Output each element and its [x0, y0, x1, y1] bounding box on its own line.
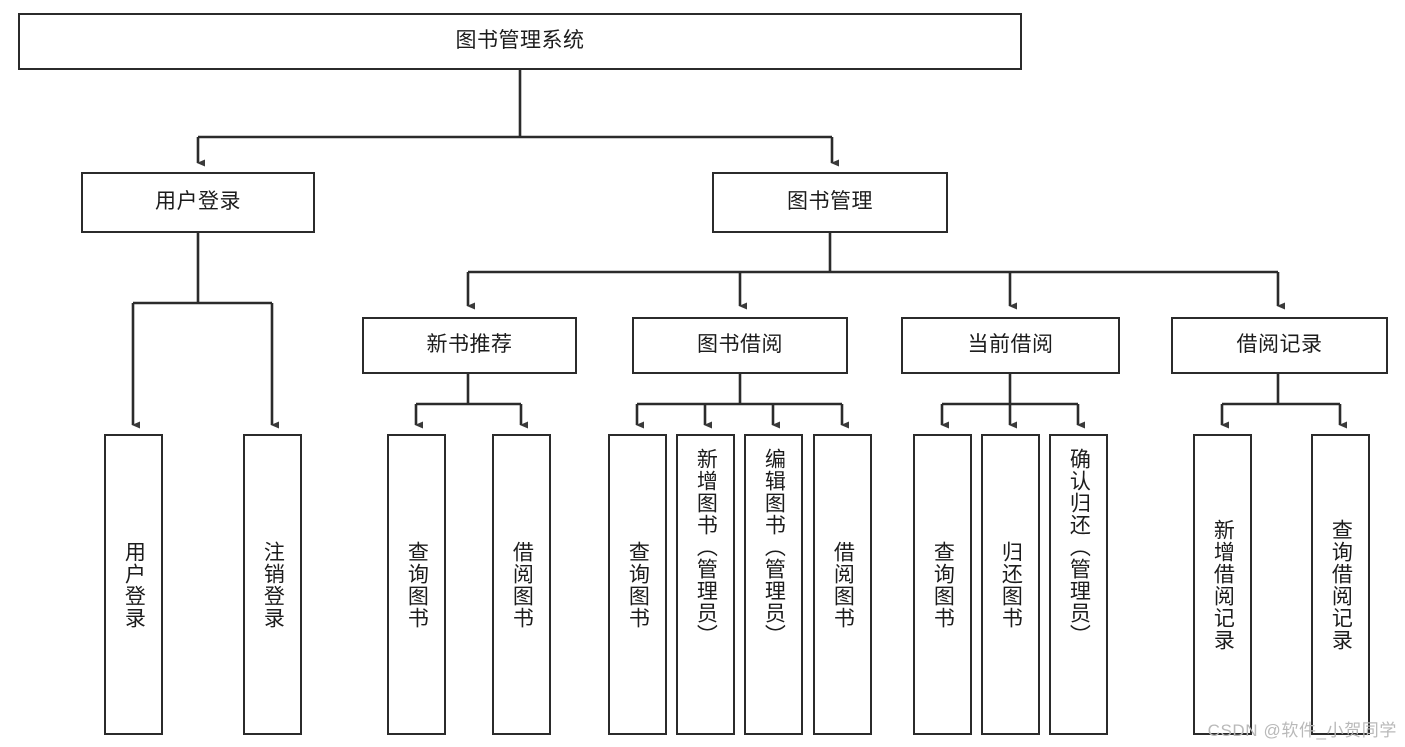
node-new-book-recommend-label: 新书推荐	[426, 333, 513, 357]
node-book-management[interactable]: 图书管理	[712, 172, 948, 233]
leaf-return-books-label: 归还图书	[999, 540, 1023, 629]
node-book-borrow-label: 图书借阅	[697, 333, 783, 357]
node-root-label: 图书管理系统	[455, 29, 585, 53]
leaf-confirm-return-admin-label: 确认归还（管理员）	[1067, 448, 1091, 646]
leaf-borrow-books-borrow[interactable]: 借阅图书	[813, 434, 872, 735]
leaf-borrow-books-borrow-label: 借阅图书	[831, 540, 855, 629]
leaf-query-borrow-record[interactable]: 查询借阅记录	[1311, 434, 1370, 735]
leaf-return-books[interactable]: 归还图书	[981, 434, 1040, 735]
leaf-borrow-books-recommend-label: 借阅图书	[510, 540, 534, 629]
leaf-query-books-borrow-label: 查询图书	[626, 540, 650, 629]
leaf-add-borrow-record-label: 新增借阅记录	[1211, 518, 1235, 651]
leaf-add-book-admin[interactable]: 新增图书（管理员）	[676, 434, 735, 735]
leaf-edit-book-admin-label: 编辑图书（管理员）	[762, 448, 786, 646]
leaf-logout-label: 注销登录	[261, 540, 285, 629]
leaf-query-books-recommend-label: 查询图书	[405, 540, 429, 629]
watermark: CSDN @软件_小贺同学	[1207, 721, 1397, 740]
node-user-login-label: 用户登录	[155, 190, 241, 214]
leaf-add-borrow-record[interactable]: 新增借阅记录	[1193, 434, 1252, 735]
node-book-management-label: 图书管理	[787, 190, 873, 214]
node-root[interactable]: 图书管理系统	[18, 13, 1022, 70]
leaf-user-login[interactable]: 用户登录	[104, 434, 163, 735]
leaf-user-login-label: 用户登录	[122, 540, 146, 629]
leaf-edit-book-admin[interactable]: 编辑图书（管理员）	[744, 434, 803, 735]
leaf-borrow-books-recommend[interactable]: 借阅图书	[492, 434, 551, 735]
leaf-query-books-current-label: 查询图书	[931, 540, 955, 629]
node-borrow-records-label: 借阅记录	[1236, 333, 1323, 357]
leaf-query-borrow-record-label: 查询借阅记录	[1329, 518, 1353, 651]
node-new-book-recommend[interactable]: 新书推荐	[362, 317, 577, 374]
node-current-borrow-label: 当前借阅	[967, 333, 1054, 357]
node-borrow-records[interactable]: 借阅记录	[1171, 317, 1388, 374]
leaf-add-book-admin-label: 新增图书（管理员）	[694, 448, 718, 646]
node-user-login[interactable]: 用户登录	[81, 172, 315, 233]
leaf-query-books-borrow[interactable]: 查询图书	[608, 434, 667, 735]
leaf-confirm-return-admin[interactable]: 确认归还（管理员）	[1049, 434, 1108, 735]
leaf-logout[interactable]: 注销登录	[243, 434, 302, 735]
node-book-borrow[interactable]: 图书借阅	[632, 317, 848, 374]
node-current-borrow[interactable]: 当前借阅	[901, 317, 1120, 374]
leaf-query-books-current[interactable]: 查询图书	[913, 434, 972, 735]
leaf-query-books-recommend[interactable]: 查询图书	[387, 434, 446, 735]
